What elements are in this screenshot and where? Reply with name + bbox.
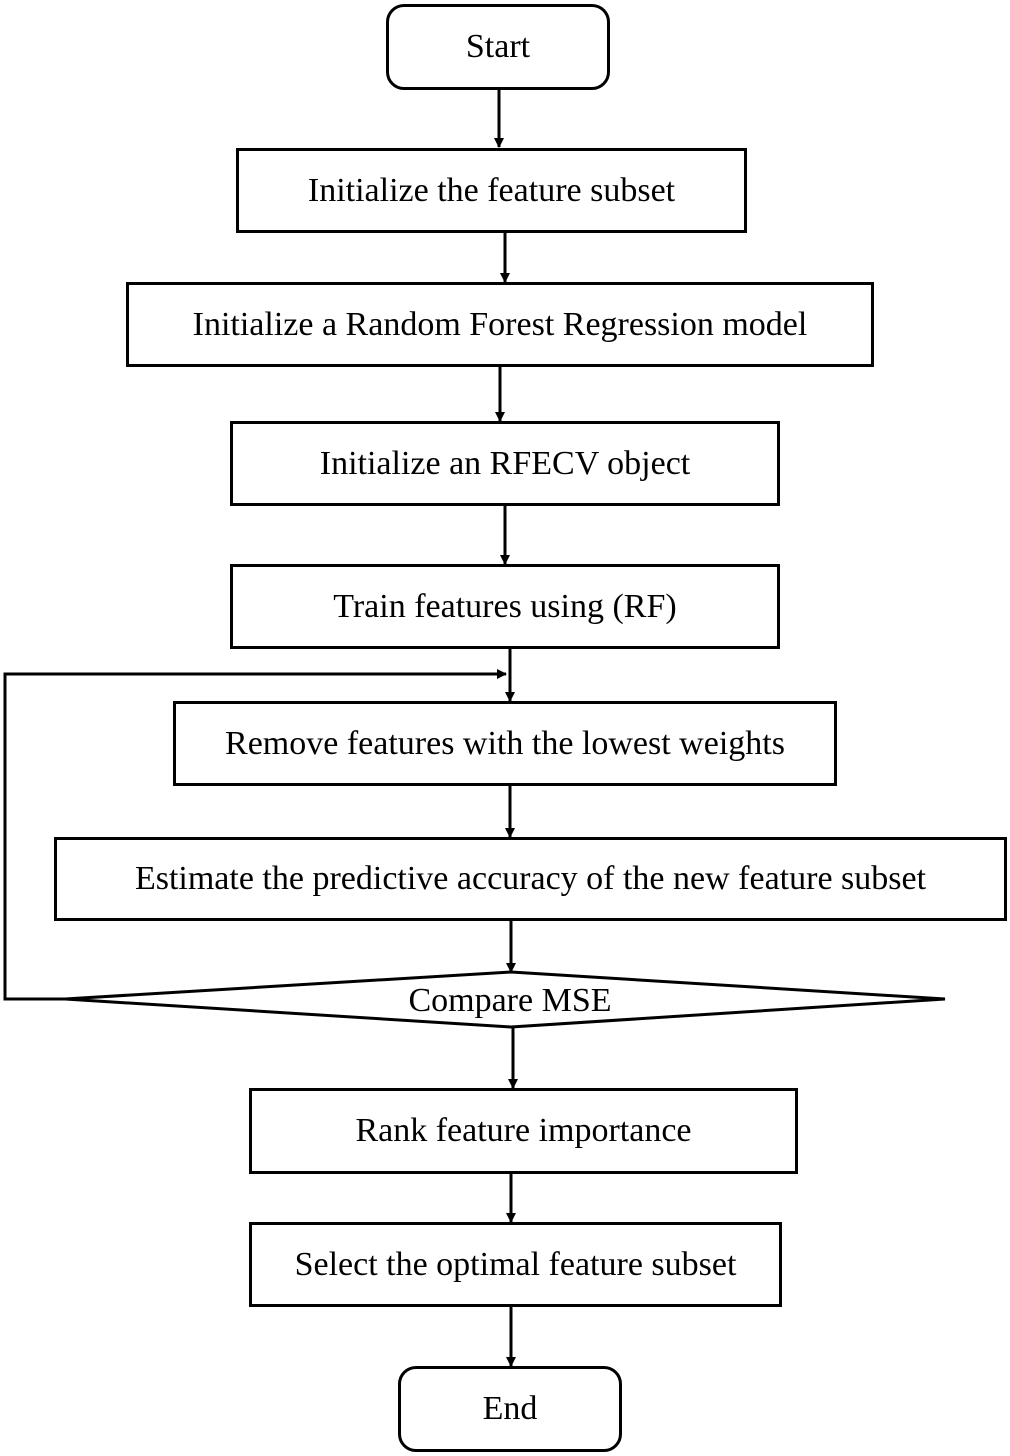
end-node: End	[398, 1366, 622, 1452]
init-rf-node: Initialize a Random Forest Regression mo…	[126, 282, 874, 367]
rank-label: Rank feature importance	[355, 1112, 692, 1149]
start-node: Start	[386, 4, 610, 90]
remove-node: Remove features with the lowest weights	[173, 701, 837, 786]
init-rf-label: Initialize a Random Forest Regression mo…	[192, 305, 808, 343]
select-node: Select the optimal feature subset	[249, 1222, 782, 1307]
init-rfecv-label: Initialize an RFECV object	[319, 444, 691, 482]
decision-diamond	[64, 970, 946, 1029]
train-node: Train features using (RF)	[230, 564, 780, 649]
select-label: Select the optimal feature subset	[294, 1245, 737, 1283]
rank-node: Rank feature importance	[249, 1088, 798, 1174]
init-subset-node: Initialize the feature subset	[236, 148, 747, 233]
arrow-compare-loop-back	[3, 669, 507, 1001]
estimate-node: Estimate the predictive accuracy of the …	[54, 837, 1007, 921]
train-label: Train features using (RF)	[333, 587, 677, 625]
remove-label: Remove features with the lowest weights	[225, 724, 785, 762]
end-label: End	[482, 1390, 538, 1427]
estimate-label: Estimate the predictive accuracy of the …	[134, 860, 927, 897]
compare-label-wrap: Compare MSE	[300, 978, 720, 1024]
init-subset-label: Initialize the feature subset	[307, 171, 676, 209]
start-label: Start	[465, 28, 531, 65]
compare-label: Compare MSE	[408, 982, 612, 1019]
init-rfecv-node: Initialize an RFECV object	[230, 421, 780, 506]
